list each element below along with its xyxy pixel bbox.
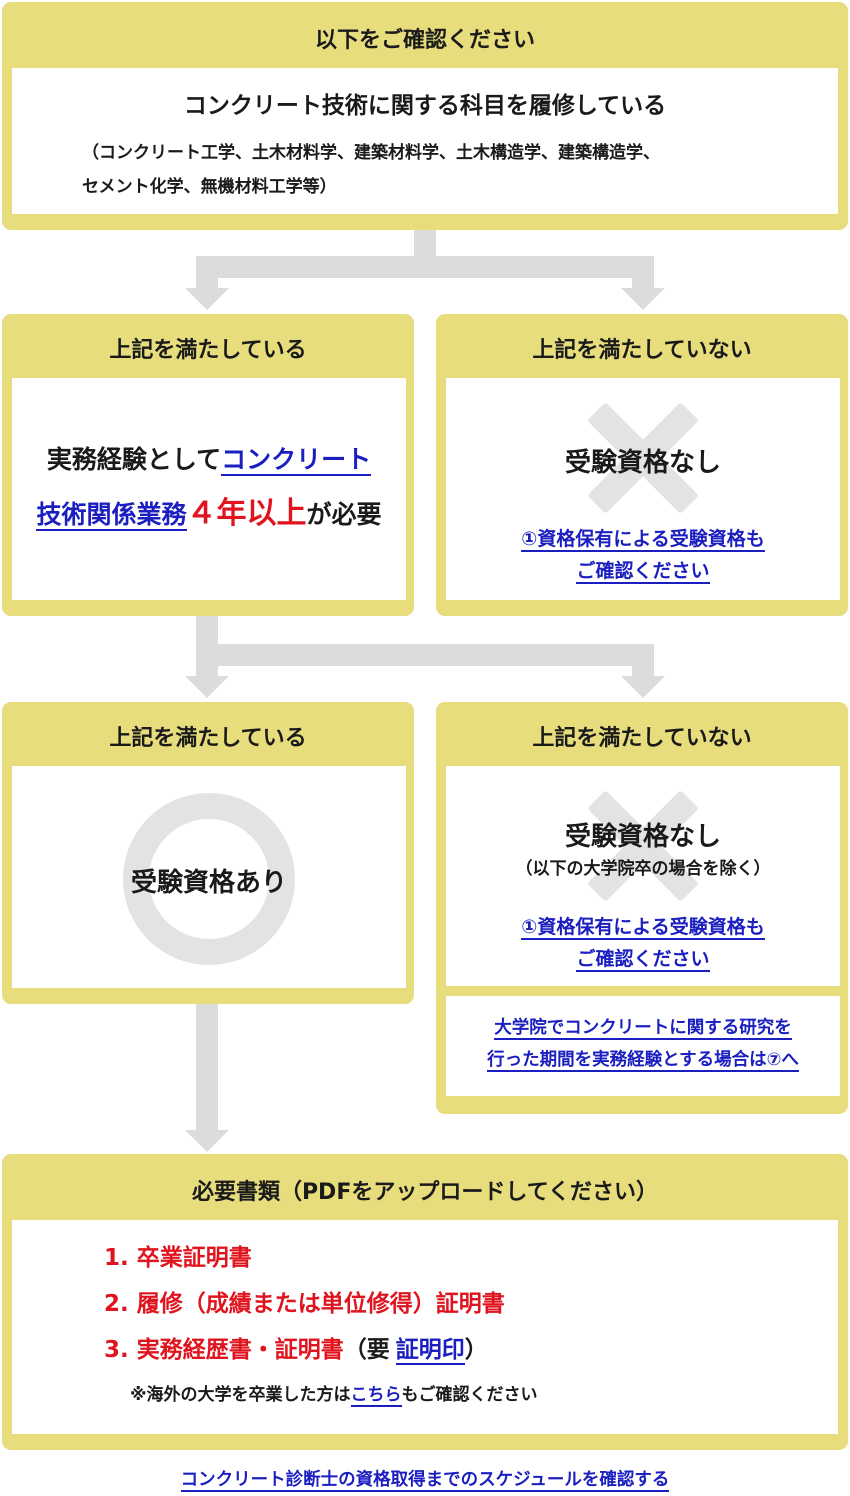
required-documents-body: 1. 卒業証明書 2. 履修（成績または単位修得）証明書 3. 実務経歴書・証明… [12,1220,838,1434]
qualification-link-2-continued[interactable]: ご確認ください [576,948,710,972]
technical-work-link[interactable]: 技術関係業務 [36,500,187,531]
satisfied-card: 上記を満たしている 実務経験としてコンクリート 技術関係業務４年以上が必要 [2,314,414,616]
seal-link[interactable]: 証明印 [395,1337,465,1365]
arrow-down-icon [185,676,229,698]
schedule-link-container: コンクリート診断士の資格取得までのスケジュールを確認する [0,1466,850,1492]
qualification-link-continued[interactable]: ご確認ください [576,560,710,584]
doc-graduation-certificate: 1. 卒業証明書 [104,1245,252,1271]
experience-text: 実務経験として [46,445,222,474]
arrow-down-icon [185,1130,229,1152]
seal-paren-close: ） [464,1337,488,1363]
not-satisfied-header: 上記を満たしていない [532,338,752,363]
eligibility-check-card: 以下をご確認ください コンクリート技術に関する科目を履修している （コンクリート… [2,2,848,230]
connector [196,276,218,290]
graduate-exception-note: （以下の大学院卒の場合を除く） [515,859,771,879]
doc-transcript: 2. 履修（成績または単位修得）証明書 [104,1291,505,1317]
not-satisfied-card-2: 上記を満たしていない 受験資格なし （以下の大学院卒の場合を除く） ①資格保有に… [436,702,848,1114]
qualification-link-line-2b: ご確認ください [446,944,840,972]
overseas-note: ※海外の大学を卒業した方はこちらもご確認ください [130,1380,538,1407]
connector [632,276,654,290]
arrow-down-icon [621,676,665,698]
not-satisfied-card: 上記を満たしていない 受験資格なし ①資格保有による受験資格も ご確認ください [436,314,848,616]
eligibility-check-header: 以下をご確認ください [314,28,535,53]
connector [632,664,654,678]
connector [414,230,436,258]
not-satisfied-header-2: 上記を満たしていない [532,726,752,751]
not-satisfied-body: 受験資格なし ①資格保有による受験資格も ご確認ください [446,378,840,600]
graduate-research-link[interactable]: 大学院でコンクリートに関する研究を [494,1018,792,1040]
eligibility-check-body: コンクリート技術に関する科目を履修している （コンクリート工学、土木材料学、建築… [12,68,838,214]
qualification-link-2[interactable]: ①資格保有による受験資格も [521,916,765,940]
connector [196,256,654,278]
subjects-line-2: セメント化学、無機材料工学等） [82,177,337,197]
satisfied-card-2: 上記を満たしている 受験資格あり [2,702,414,1004]
schedule-link[interactable]: コンクリート診断士の資格取得までのスケジュールを確認する [180,1470,670,1492]
qualification-link-line-1b: ①資格保有による受験資格も [446,912,840,940]
satisfied-header: 上記を満たしている [109,338,307,363]
overseas-link[interactable]: こちら [350,1385,402,1407]
graduate-research-link-continued[interactable]: 行った期間を実務経験とする場合は⑦へ [487,1050,799,1072]
years-required: ４年以上 [186,496,307,531]
subjects-line-1: （コンクリート工学、土木材料学、建築材料学、土木構造学、建築構造学、 [82,143,660,163]
doc-work-history-label: 3. 実務経歴書・証明書 [104,1337,344,1363]
qualification-link[interactable]: ①資格保有による受験資格も [521,528,765,552]
not-satisfied-body-2: 受験資格なし （以下の大学院卒の場合を除く） ①資格保有による受験資格も ご確認… [446,766,840,986]
eligible-text: 受験資格あり [130,868,287,898]
qualification-link-line-2: ご確認ください [446,556,840,584]
overseas-note-suffix: もご確認ください [401,1385,538,1405]
qualification-link-line-1: ①資格保有による受験資格も [446,524,840,552]
connector [196,1004,218,1132]
satisfied-header-2: 上記を満たしている [109,726,307,751]
doc-work-history: 3. 実務経歴書・証明書（要証明印） [104,1330,488,1365]
satisfied-body: 実務経験としてコンクリート 技術関係業務４年以上が必要 [12,378,406,600]
required-documents-card: 必要書類（PDFをアップロードしてください） 1. 卒業証明書 2. 履修（成績… [2,1154,848,1450]
not-eligible-text-2: 受験資格なし [564,822,721,852]
seal-paren-open: （要 [343,1337,390,1363]
graduate-link-line-2: 行った期間を実務経験とする場合は⑦へ [446,1046,840,1072]
coursework-condition: コンクリート技術に関する科目を履修している [183,93,667,119]
graduate-link-line-1: 大学院でコンクリートに関する研究を [446,1014,840,1040]
arrow-down-icon [621,288,665,310]
not-eligible-text: 受験資格なし [564,448,721,478]
graduate-research-box: 大学院でコンクリートに関する研究を 行った期間を実務経験とする場合は⑦へ [446,996,840,1096]
overseas-note-text: ※海外の大学を卒業した方は [130,1385,351,1405]
required-text: が必要 [306,500,382,529]
experience-line-2: 技術関係業務４年以上が必要 [12,488,406,532]
required-documents-header: 必要書類（PDFをアップロードしてください） [191,1180,659,1205]
connector [196,644,654,666]
arrow-down-icon [185,288,229,310]
satisfied-body-2: 受験資格あり [12,766,406,988]
experience-line-1: 実務経験としてコンクリート [12,440,406,476]
concrete-link[interactable]: コンクリート [221,445,372,476]
